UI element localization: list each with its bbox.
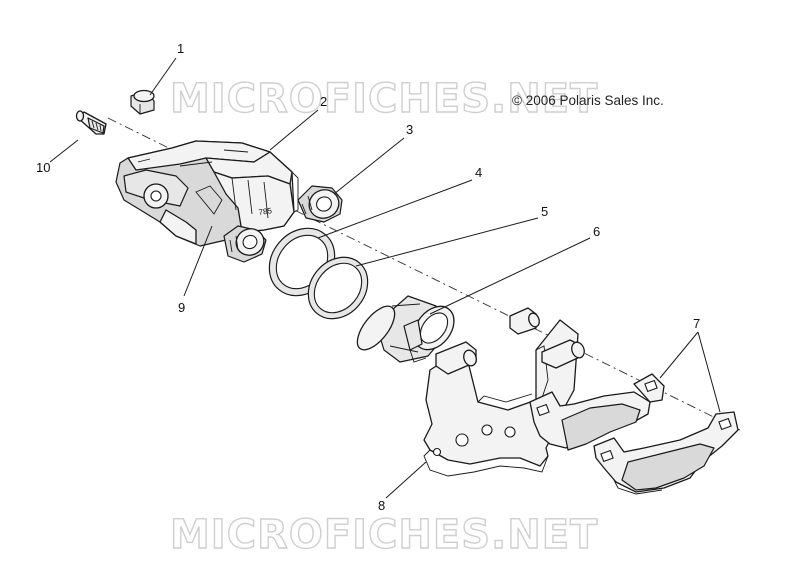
- callout-10: 10: [36, 160, 50, 175]
- watermark-top: MICROFICHES.NET: [170, 76, 598, 122]
- callout-8: 8: [378, 498, 385, 513]
- callout-3: 3: [406, 122, 413, 137]
- brake-pad-outer-part: [593, 411, 739, 495]
- cap-part: [130, 89, 155, 115]
- seal-ring-inner-part: [307, 256, 369, 320]
- leader-lines: [49, 57, 721, 499]
- watermark-bottom: MICROFICHES.NET: [170, 512, 598, 558]
- piston-part: [356, 295, 455, 363]
- callout-2: 2: [320, 94, 327, 109]
- callout-6: 6: [593, 224, 600, 239]
- piston-boot-part: [297, 185, 343, 223]
- copyright-notice: © 2006 Polaris Sales Inc.: [512, 93, 664, 108]
- callout-1: 1: [177, 41, 184, 56]
- caliper-body-part: 785: [115, 140, 299, 247]
- callout-7: 7: [693, 316, 700, 331]
- piston-seal-small-part: [223, 225, 267, 263]
- caliper-stamp: 785: [258, 206, 273, 217]
- brake-pad-inner-part: [529, 373, 665, 451]
- callout-4: 4: [475, 165, 482, 180]
- callout-9: 9: [178, 300, 185, 315]
- callout-5: 5: [541, 204, 548, 219]
- bleed-screw-part: [75, 110, 107, 135]
